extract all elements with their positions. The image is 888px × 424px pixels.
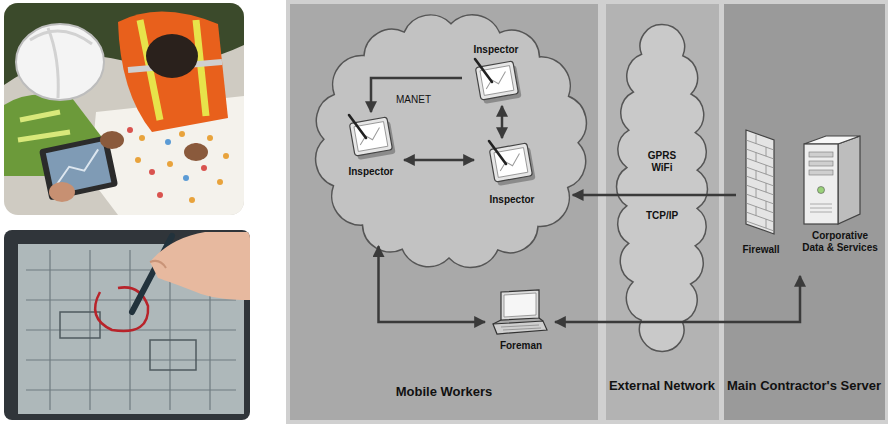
zone-label: Main Contractor's Server [727,378,881,394]
inspector-device-icon [346,114,396,160]
network-zone: InspectorInspectorInspectorMANETForemanM… [290,4,598,420]
network-zone: Firewall Corporative Data & ServicesMain … [724,4,885,420]
cloud-label: GPRS WiFi [642,150,682,174]
device-label: Corporative Data & Services [802,230,878,254]
firewall-icon: Firewall [736,126,786,264]
network-cloud: InspectorInspectorInspectorMANET [306,6,596,276]
foreman-laptop-icon [489,288,549,336]
server-icon-icon [798,134,868,226]
site-photo [4,3,244,215]
text-slot: Inspector [462,44,530,56]
text-slot: GPRS WiFi [642,150,682,174]
cloud-label: MANET [396,94,431,106]
device-label: Inspector [489,194,534,206]
cloud-shape [316,15,587,268]
device-label: Foreman [500,340,542,352]
tablet-photo [4,230,250,420]
connector-arrow [501,106,504,138]
firewall-icon-icon [744,126,778,238]
text-slot: Inspector [478,194,546,206]
photo-illustration [0,0,260,424]
device-label: Firewall [742,244,779,256]
text-slot: External Network [606,378,718,394]
text-slot: MANET [396,94,456,106]
network-cloud: GPRS WiFiTCP/IP [612,10,712,366]
inspector-device: Inspector [338,112,404,182]
network-zone: GPRS WiFiTCP/IP External Network [606,4,719,420]
text-slot: Mobile Workers [290,384,598,400]
cloud-label: TCP/IP [646,210,678,222]
connector-arrow [379,246,486,322]
cloud-outline [612,10,712,366]
server-icon: Corporative Data & Services [788,134,881,276]
inspector-device-icon [486,140,536,186]
connector-arrow [404,159,474,162]
text-slot: Corporative Data & Services [802,230,878,254]
connector-arrow [573,194,736,197]
foreman-laptop: Foreman [485,288,555,356]
inspector-device: Inspector [474,138,546,210]
inspector-device: Inspector [462,44,530,106]
device-label: Inspector [348,166,393,178]
text-slot: Inspector [338,166,404,178]
text-slot: Foreman [489,340,553,352]
connector-arrow [371,78,462,112]
zone-label: Mobile Workers [396,384,493,400]
cloud-outline [306,6,596,276]
text-slot: Firewall [736,244,786,256]
connector-arrow [555,276,800,322]
zone-label: External Network [609,378,715,394]
text-slot: TCP/IP [612,210,712,222]
cloud-shape [617,25,708,352]
device-label: Inspector [473,44,518,56]
text-slot: Main Contractor's Server [724,378,884,394]
inspector-device-icon [472,58,522,104]
